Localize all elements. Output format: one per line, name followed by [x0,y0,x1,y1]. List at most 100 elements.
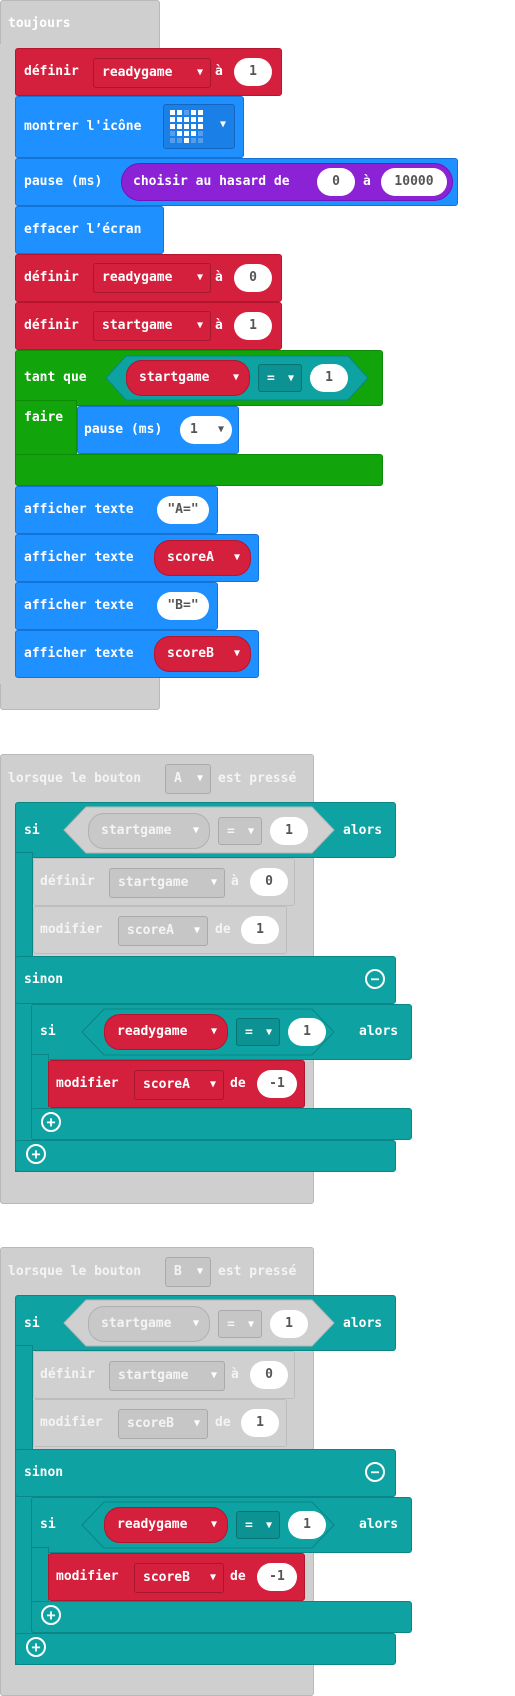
then-label: alors [343,1316,383,1331]
variable-reporter[interactable]: startgame▼ [88,1306,210,1342]
number-input[interactable]: 1 [241,916,279,944]
event-prefix: lorsque le bouton [8,771,142,786]
by-label: de [230,1569,246,1584]
to-label: à [231,874,239,889]
chevron-down-icon: ▼ [210,877,217,888]
variable-dropdown[interactable]: scoreB▼ [134,1563,224,1593]
inner-if-body [31,1547,49,1603]
random-label: choisir au hasard de [133,174,290,189]
chevron-down-icon: ▼ [287,373,294,384]
variable-dropdown[interactable]: readygame▼ [93,58,211,88]
set-label: définir [40,874,95,889]
plus-circle-icon[interactable]: + [26,1144,46,1164]
show-string-label: afficher texte [24,646,134,661]
random-min-input[interactable]: 0 [317,168,355,196]
then-label: alors [343,823,383,838]
minus-circle-icon[interactable]: − [365,969,385,989]
variable-reporter[interactable]: scoreB▼ [154,636,251,672]
if-label: si [40,1024,56,1039]
operator-dropdown[interactable]: =▼ [258,364,302,392]
chevron-down-icon: ▼ [192,825,199,836]
variable-dropdown[interactable]: scoreA▼ [134,1070,224,1100]
variable-reporter[interactable]: startgame▼ [126,360,250,396]
quote-icon: " [167,598,176,613]
number-input[interactable]: -1 [257,1070,297,1098]
number-input[interactable]: 0 [234,264,272,292]
number-input[interactable]: 1 [270,1310,308,1338]
chevron-down-icon: ▼ [247,1319,254,1330]
chevron-down-icon: ▼ [233,552,240,563]
chevron-down-icon: ▼ [232,372,239,383]
operator-dropdown[interactable]: =▼ [218,817,262,845]
chevron-down-icon: ▼ [196,67,203,78]
number-input[interactable]: 0 [250,1361,288,1389]
while-loop-body [15,400,77,460]
variable-dropdown[interactable]: startgame▼ [109,868,225,898]
pause-value-dropdown[interactable]: 1▼ [180,416,232,444]
number-input[interactable]: 1 [288,1018,326,1046]
random-to-label: à [363,174,371,189]
string-input[interactable]: "A=" [157,496,209,524]
do-label: faire [24,410,64,425]
number-input[interactable]: 1 [288,1511,326,1539]
variable-reporter[interactable]: readygame▼ [104,1014,228,1050]
variable-dropdown[interactable]: startgame▼ [93,311,211,341]
plus-circle-icon[interactable]: + [41,1605,61,1625]
variable-reporter[interactable]: startgame▼ [88,813,210,849]
number-input[interactable]: 0 [250,868,288,896]
operator-dropdown[interactable]: =▼ [218,1310,262,1338]
variable-dropdown[interactable]: startgame▼ [109,1361,225,1391]
button-dropdown[interactable]: B▼ [165,1257,211,1287]
else-label: sinon [24,1465,64,1480]
minus-circle-icon[interactable]: − [365,1462,385,1482]
operator-dropdown[interactable]: =▼ [236,1511,280,1539]
chevron-down-icon: ▼ [196,320,203,331]
event-suffix: est pressé [218,1264,297,1279]
number-input[interactable]: 1 [234,312,272,340]
icon-picker-dropdown[interactable]: ▼ [163,104,235,149]
variable-reporter[interactable]: readygame▼ [104,1507,228,1543]
quote-icon: " [167,502,176,517]
change-label: modifier [40,922,103,937]
variable-dropdown[interactable]: readygame▼ [93,263,211,293]
number-input[interactable]: 1 [310,364,348,392]
to-label: à [215,270,223,285]
chevron-down-icon: ▼ [209,1079,216,1090]
chevron-down-icon: ▼ [233,648,240,659]
else-row [15,956,396,1004]
clear-screen-label: effacer l’écran [24,222,142,237]
chevron-down-icon: ▼ [247,826,254,837]
number-input[interactable]: -1 [257,1563,297,1591]
operator-dropdown[interactable]: =▼ [236,1018,280,1046]
while-label: tant que [24,370,87,385]
chevron-down-icon: ▼ [192,1318,199,1329]
change-label: modifier [56,1569,119,1584]
chevron-down-icon: ▼ [193,925,200,936]
variable-reporter[interactable]: scoreA▼ [154,540,251,576]
chevron-down-icon: ▼ [217,424,224,435]
number-input[interactable]: 1 [234,58,272,86]
inner-if-footer [31,1108,412,1140]
set-label: définir [24,64,79,79]
chevron-down-icon: ▼ [219,119,226,130]
number-input[interactable]: 1 [241,1409,279,1437]
plus-circle-icon[interactable]: + [41,1112,61,1132]
to-label: à [215,318,223,333]
else-label: sinon [24,972,64,987]
pause-block[interactable] [77,406,239,454]
if-label: si [40,1517,56,1532]
random-max-input[interactable]: 10000 [381,168,447,196]
chevron-down-icon: ▼ [210,1519,217,1530]
variable-dropdown[interactable]: scoreB▼ [118,1409,208,1439]
set-label: définir [24,270,79,285]
change-label: modifier [56,1076,119,1091]
string-input[interactable]: "B=" [157,592,209,620]
button-dropdown[interactable]: A▼ [165,764,211,794]
plus-circle-icon[interactable]: + [26,1637,46,1657]
if-label: si [24,1316,40,1331]
variable-dropdown[interactable]: scoreA▼ [118,916,208,946]
show-string-label: afficher texte [24,502,134,517]
number-input[interactable]: 1 [270,817,308,845]
clear-screen-block[interactable] [15,206,164,254]
chevron-down-icon: ▼ [196,272,203,283]
